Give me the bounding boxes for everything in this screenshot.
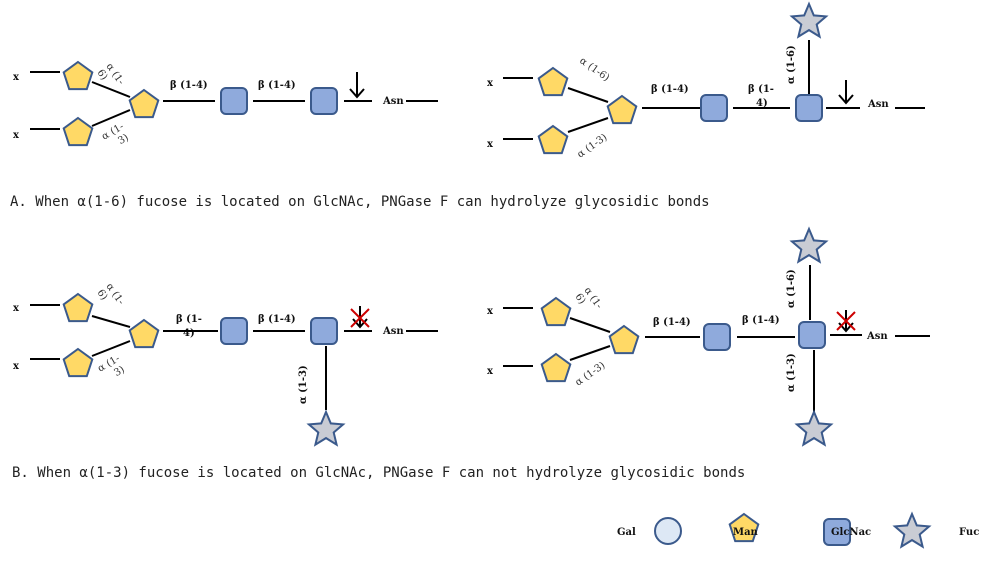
fucose-star-icon bbox=[794, 409, 834, 447]
x-label: x bbox=[487, 78, 494, 89]
glcnac-square-icon bbox=[220, 87, 248, 115]
legend-label-man: Man bbox=[733, 527, 759, 538]
blocked-cross-icon bbox=[350, 308, 370, 328]
mannose-pentagon-icon bbox=[537, 66, 569, 97]
caption-a: A. When α(1-6) fucose is located on GlcN… bbox=[10, 194, 710, 210]
x-label: x bbox=[13, 72, 20, 83]
mannose-pentagon-icon bbox=[128, 88, 160, 119]
bond-line bbox=[91, 81, 131, 98]
legend: Gal Man GlcNac Fuc bbox=[617, 527, 979, 538]
linkage-label: 4) bbox=[183, 328, 195, 339]
legend-label-fuc: Fuc bbox=[959, 527, 979, 538]
linkage-label: α (1-6) bbox=[577, 55, 611, 83]
linkage-label: β (1-4) bbox=[651, 84, 689, 95]
fucose-star-icon bbox=[789, 1, 829, 39]
mannose-pentagon-icon bbox=[62, 347, 94, 378]
bond-line bbox=[569, 345, 611, 361]
glcnac-square-icon bbox=[823, 518, 851, 546]
linkage-label: β (1-4) bbox=[258, 314, 296, 325]
caption-b: B. When α(1-3) fucose is located on GlcN… bbox=[12, 465, 745, 481]
linkage-label: α (1-6) bbox=[786, 45, 797, 84]
glcnac-square-icon bbox=[703, 323, 731, 351]
asn-label: Asn bbox=[382, 96, 404, 107]
x-label: x bbox=[13, 303, 20, 314]
bond-line bbox=[569, 317, 611, 333]
asn-label: Asn bbox=[867, 99, 889, 110]
cleavage-arrow-icon bbox=[349, 72, 365, 99]
linkage-label: β (1- bbox=[176, 314, 202, 325]
linkage-label: α (1-3) bbox=[575, 132, 609, 160]
glcnac-square-icon bbox=[795, 94, 823, 122]
glcnac-square-icon bbox=[700, 94, 728, 122]
linkage-label: 3) bbox=[112, 364, 126, 379]
asn-label: Asn bbox=[382, 326, 404, 337]
legend-label-glcnac: GlcNac bbox=[831, 527, 871, 538]
bond-line bbox=[567, 117, 609, 133]
glcnac-square-icon bbox=[798, 321, 826, 349]
mannose-pentagon-icon bbox=[62, 116, 94, 147]
glcnac-square-icon bbox=[310, 87, 338, 115]
linkage-label: α (1-6) bbox=[786, 269, 797, 308]
linkage-label: β (1-4) bbox=[742, 315, 780, 326]
x-label: x bbox=[487, 306, 494, 317]
linkage-label: α (1-3) bbox=[298, 365, 309, 404]
bond-line bbox=[91, 315, 131, 328]
glcnac-square-icon bbox=[310, 317, 338, 345]
linkage-label: α (1-3) bbox=[786, 353, 797, 392]
mannose-pentagon-icon bbox=[540, 296, 572, 327]
mannose-pentagon-icon bbox=[540, 352, 572, 383]
mannose-pentagon-icon bbox=[62, 60, 94, 91]
linkage-label: 3) bbox=[116, 132, 130, 147]
asn-label: Asn bbox=[866, 331, 888, 342]
mannose-pentagon-icon bbox=[128, 318, 160, 349]
linkage-label: β (1-4) bbox=[258, 80, 296, 91]
mannose-pentagon-icon bbox=[537, 124, 569, 155]
x-label: x bbox=[487, 366, 494, 377]
fucose-star-icon bbox=[306, 409, 346, 447]
x-label: x bbox=[13, 130, 20, 141]
galactose-circle-icon bbox=[654, 517, 682, 545]
linkage-label: β (1- bbox=[748, 84, 774, 95]
x-label: x bbox=[13, 361, 20, 372]
mannose-pentagon-icon bbox=[62, 292, 94, 323]
x-label: x bbox=[487, 139, 494, 150]
blocked-cross-icon bbox=[836, 311, 856, 331]
mannose-pentagon-icon bbox=[728, 512, 760, 543]
glcnac-square-icon bbox=[220, 317, 248, 345]
fucose-star-icon bbox=[892, 511, 932, 549]
cleavage-arrow-icon bbox=[838, 80, 854, 105]
bond-line bbox=[91, 340, 131, 357]
bond-line bbox=[567, 87, 609, 103]
linkage-label: β (1-4) bbox=[170, 80, 208, 91]
fucose-star-icon bbox=[789, 226, 829, 264]
legend-label-gal: Gal bbox=[617, 527, 636, 538]
linkage-label: α (1-3) bbox=[573, 360, 607, 388]
linkage-label: β (1-4) bbox=[653, 317, 691, 328]
mannose-pentagon-icon bbox=[606, 94, 638, 125]
bond-line bbox=[91, 109, 131, 127]
mannose-pentagon-icon bbox=[608, 324, 640, 355]
linkage-label: 4) bbox=[756, 98, 768, 109]
